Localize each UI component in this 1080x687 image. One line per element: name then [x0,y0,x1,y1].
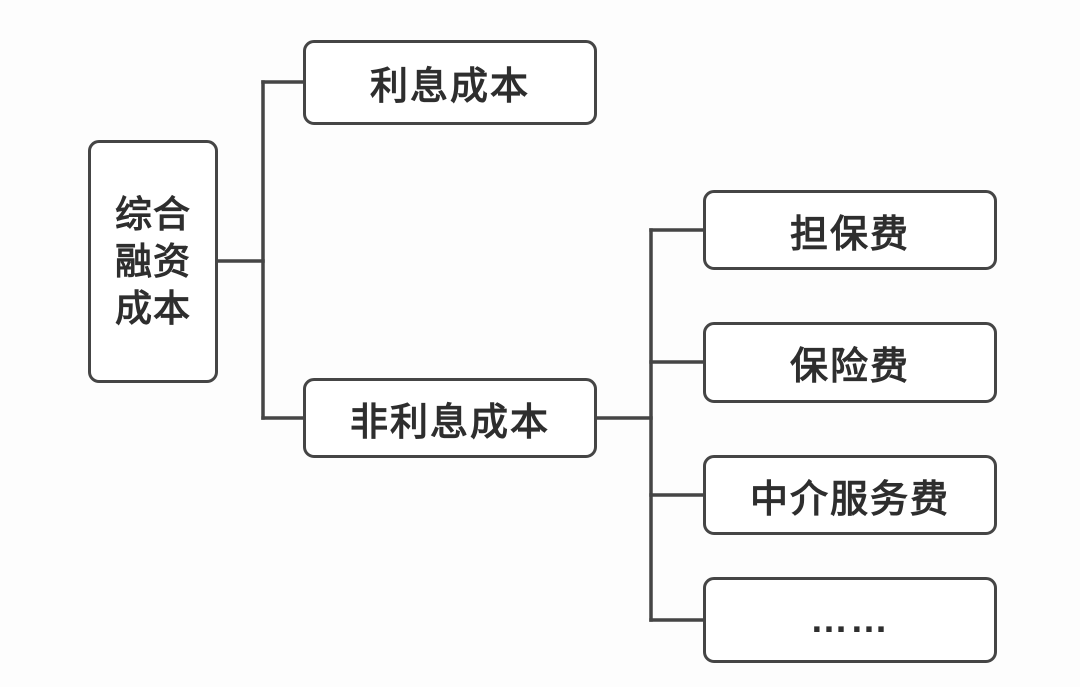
node-comprehensive-financing-cost: 综合 融资 成本 [88,140,218,383]
node-guarantee-fee: 担保费 [703,190,997,270]
node-insurance-fee: 保险费 [703,322,997,403]
node-ellipsis-label: …… [810,599,890,641]
node-ellipsis: …… [703,577,997,663]
node-intermediary-service-fee: 中介服务费 [703,455,997,535]
node-non-interest-cost: 非利息成本 [303,378,597,458]
node-interest-cost: 利息成本 [303,40,597,125]
